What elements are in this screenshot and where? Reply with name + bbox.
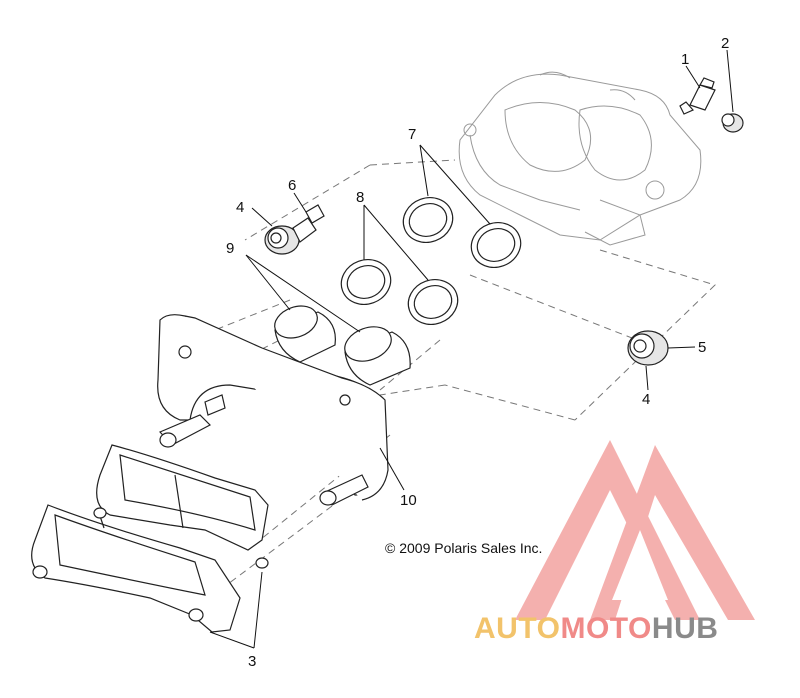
watermark-text: AUTOMOTOHUB [474,612,718,646]
callout-labels: 1 2 3 4 4 5 6 7 8 9 10 [226,35,729,670]
callout-6: 6 [288,177,296,194]
callout-4-left: 4 [236,199,244,216]
caliper-bracket [157,314,389,506]
callout-7: 7 [408,126,416,143]
copyright-notice: © 2009 Polaris Sales Inc. [385,540,543,556]
leader-lines [209,49,734,649]
callout-8: 8 [356,189,364,206]
callout-1: 1 [681,51,689,68]
pin-boot-right [627,330,669,366]
callout-5: 5 [698,339,706,356]
callout-4-right: 4 [642,391,650,408]
watermark-hub: HUB [651,612,719,645]
large-seals [402,197,522,268]
callout-2: 2 [721,35,729,52]
pin-boot-left [264,204,325,255]
callout-10: 10 [400,492,417,509]
pistons [274,305,411,386]
bleeder-screw [679,77,716,115]
watermark-logo [515,440,755,620]
caliper-body [458,71,702,246]
callout-9: 9 [226,240,234,257]
watermark-auto: AUTO [474,612,561,645]
callout-3: 3 [248,653,256,670]
watermark-moto: MOTO [560,612,652,645]
brake-pads [31,444,269,633]
small-seals [340,259,459,325]
bleeder-cap [721,113,744,133]
